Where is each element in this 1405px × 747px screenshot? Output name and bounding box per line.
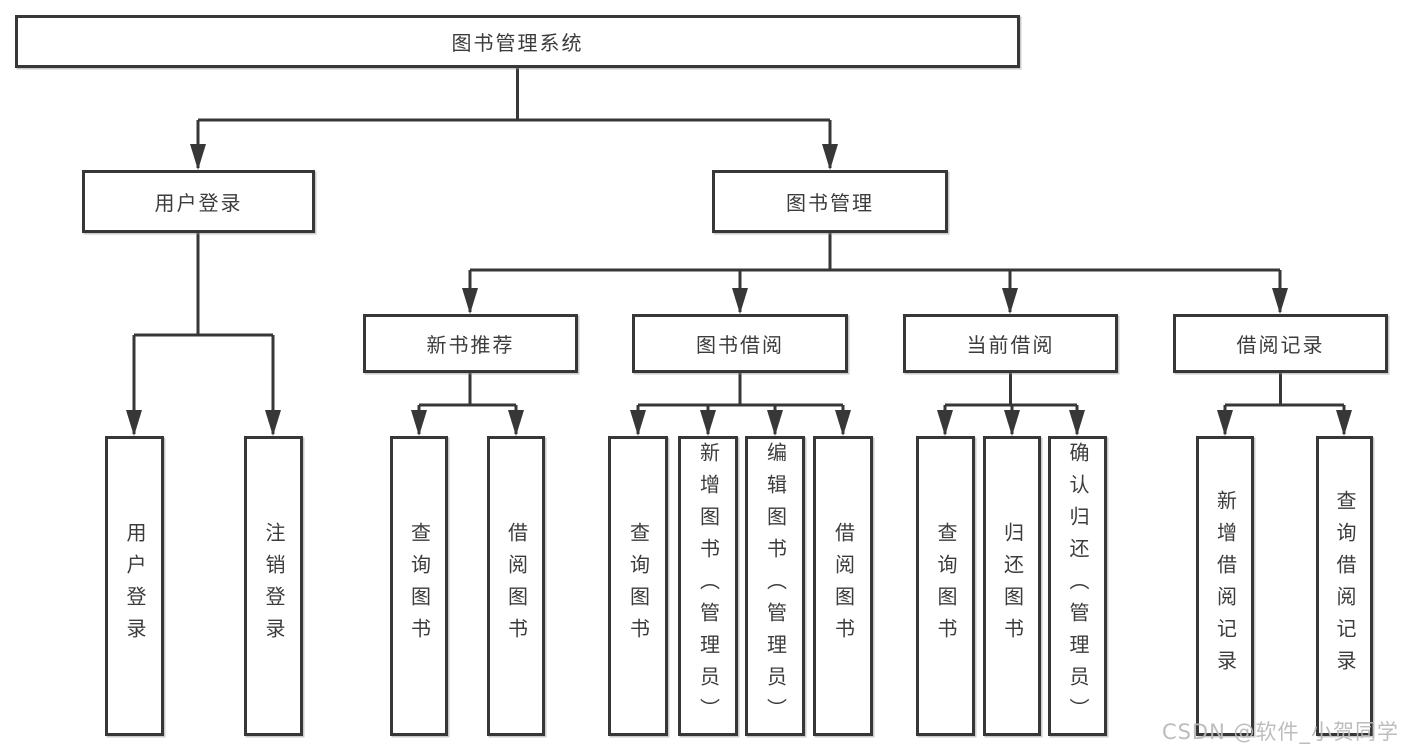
leaf-edit-books-admin: 编辑图书（管理员）	[745, 436, 805, 736]
leaf-query-books-recommend: 查询图书	[390, 436, 448, 736]
leaf-logout-login: 注销登录	[244, 436, 303, 736]
leaf-borrow-books-borrowing: 借阅图书	[813, 436, 873, 736]
leaf-query-books-current: 查询图书	[916, 436, 975, 736]
leaf-edit-books-admin-label: 编辑图书（管理员）	[763, 442, 788, 730]
leaf-query-books-borrowing-label: 查询图书	[626, 522, 651, 650]
leaf-query-borrow-record-label: 查询借阅记录	[1333, 490, 1357, 682]
leaf-confirm-return-admin-label: 确认归还（管理员）	[1066, 442, 1090, 730]
node-new-book-recommendation: 新书推荐	[363, 314, 578, 373]
csdn-watermark: CSDN @软件_小贺同学	[1161, 720, 1399, 744]
leaf-add-books-admin: 新增图书（管理员）	[678, 436, 738, 736]
leaf-return-books-label: 归还图书	[1000, 522, 1025, 650]
leaf-add-borrow-record-label: 新增借阅记录	[1213, 490, 1238, 682]
node-borrow-records: 借阅记录	[1173, 314, 1388, 373]
leaf-user-login: 用户登录	[105, 436, 164, 736]
leaf-add-borrow-record: 新增借阅记录	[1196, 436, 1254, 736]
leaf-query-books-borrowing: 查询图书	[608, 436, 668, 736]
leaf-user-login-label: 用户登录	[123, 522, 147, 650]
leaf-add-books-admin-label: 新增图书（管理员）	[696, 442, 721, 730]
node-book-management: 图书管理	[712, 170, 948, 233]
node-current-borrowing: 当前借阅	[903, 314, 1118, 373]
leaf-confirm-return-admin: 确认归还（管理员）	[1048, 436, 1107, 736]
leaf-borrow-books-recommend-label: 借阅图书	[504, 522, 529, 650]
node-book-management-system: 图书管理系统	[15, 15, 1020, 68]
leaf-borrow-books-recommend: 借阅图书	[487, 436, 545, 736]
leaf-borrow-books-borrowing-label: 借阅图书	[831, 522, 856, 650]
node-user-login: 用户登录	[82, 170, 315, 233]
node-book-borrowing: 图书借阅	[632, 314, 848, 373]
leaf-return-books: 归还图书	[983, 436, 1041, 736]
leaf-query-books-current-label: 查询图书	[934, 522, 958, 650]
leaf-query-books-recommend-label: 查询图书	[407, 522, 432, 650]
leaf-query-borrow-record: 查询借阅记录	[1316, 436, 1373, 736]
leaf-logout-login-label: 注销登录	[262, 522, 286, 650]
